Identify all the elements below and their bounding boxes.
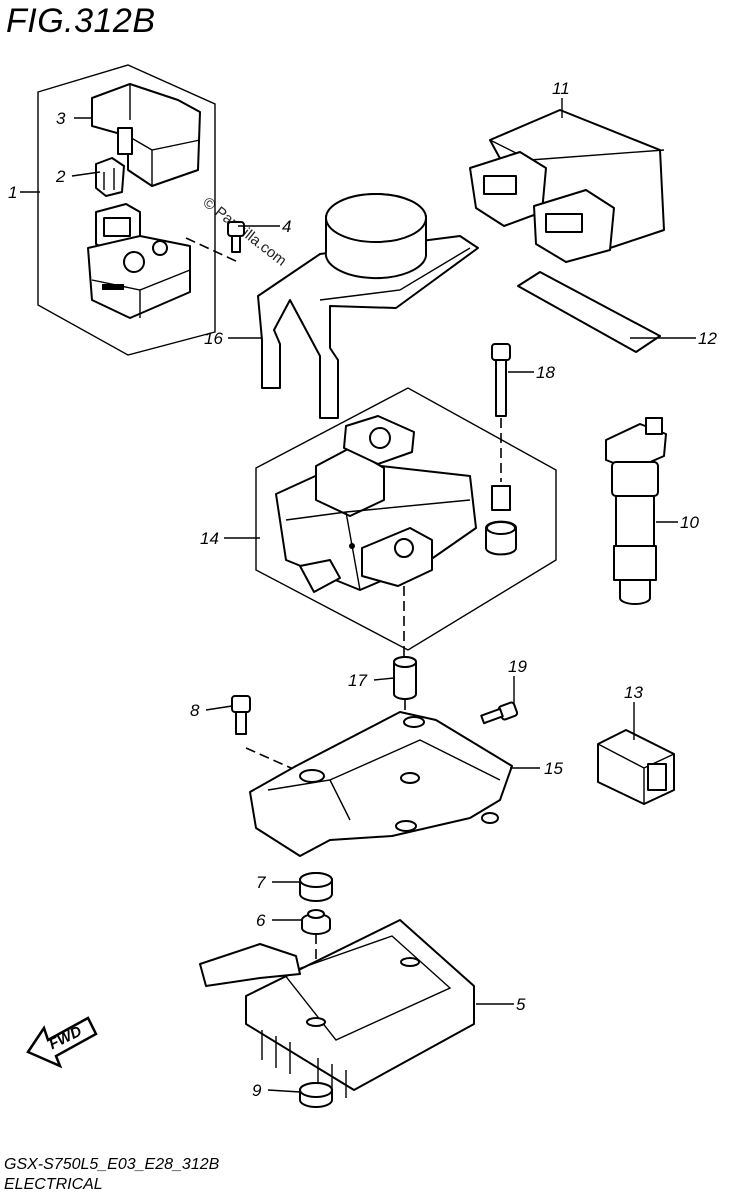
group-box-1 [37, 64, 216, 356]
callout-7: 7 [256, 873, 266, 892]
part-12-pad [517, 271, 661, 353]
part-19-bolt [480, 701, 519, 725]
callout-16: 16 [204, 329, 223, 348]
part-18-bolt [485, 343, 517, 556]
part-3-relay-cover [91, 83, 201, 187]
figure-title: FIG.312B [6, 2, 156, 40]
part-11-ecm [469, 109, 665, 263]
part-10-sensor [605, 417, 667, 605]
leader-lines [20, 98, 696, 1093]
part-7-grommet [299, 872, 333, 902]
callout-10: 10 [680, 513, 699, 532]
callout-6: 6 [256, 911, 266, 930]
callout-12: 12 [698, 329, 717, 348]
part-6-collar [301, 909, 331, 935]
part-9-nut [299, 1082, 333, 1108]
section-name: ELECTRICAL [4, 1176, 103, 1193]
part-14-igniter-unit [275, 415, 477, 593]
group-box-14 [255, 387, 557, 651]
callout-9: 9 [252, 1081, 262, 1100]
callout-11: 11 [552, 79, 570, 98]
callout-8: 8 [190, 701, 200, 720]
part-1-starter-relay [87, 203, 191, 319]
callout-1: 1 [8, 183, 17, 202]
figure-code-line: GSX-S750L5_E03_E28_312B [4, 1156, 220, 1173]
callout-19: 19 [508, 657, 527, 676]
part-2-fuse [95, 157, 125, 197]
part-5-regulator [199, 919, 475, 1098]
part-13-connector [597, 729, 675, 805]
callout-15: 15 [544, 759, 563, 778]
part-16-bracket [257, 193, 479, 419]
callout-3: 3 [56, 109, 66, 128]
callout-4: 4 [282, 217, 291, 236]
callout-17: 17 [348, 671, 367, 690]
callout-13: 13 [624, 683, 643, 702]
part-15-bracket [249, 711, 513, 857]
fwd-arrow: FWD [26, 1016, 98, 1069]
callout-5: 5 [516, 995, 526, 1014]
callout-2: 2 [55, 167, 66, 186]
callout-14: 14 [200, 529, 219, 548]
part-8-bolt [231, 695, 301, 773]
callout-18: 18 [536, 363, 555, 382]
